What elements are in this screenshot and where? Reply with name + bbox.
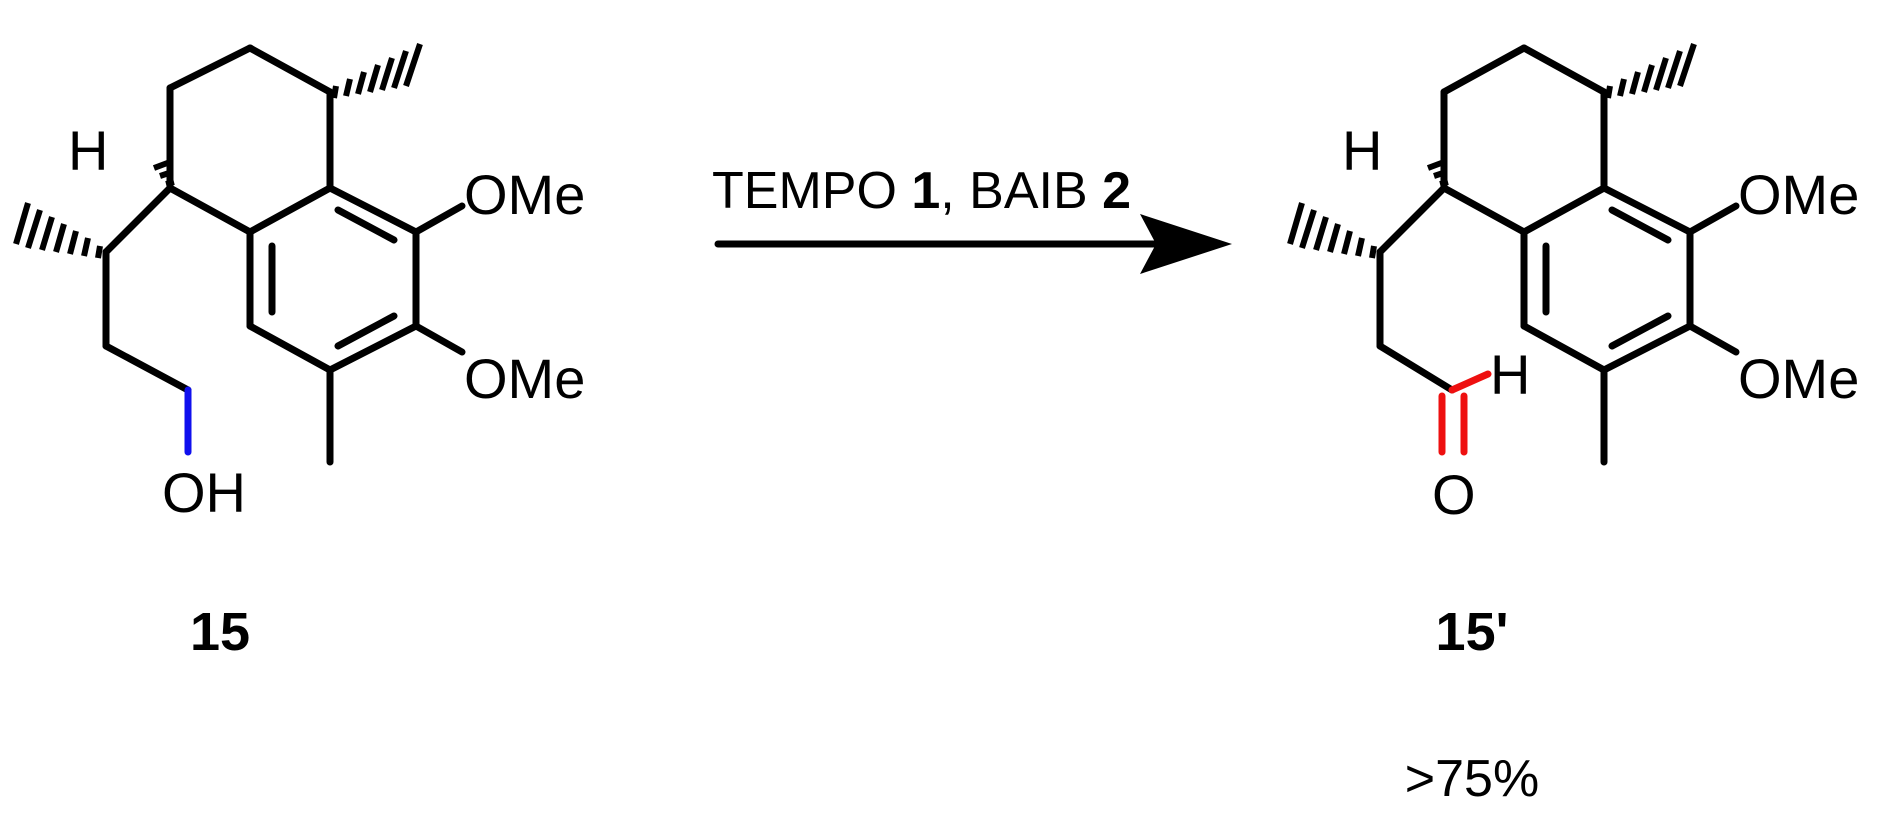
sm-cyclohexane-ring (166, 44, 334, 236)
sm-stereo-h-label: H (68, 119, 108, 182)
sm-chain-bond-1 (102, 184, 174, 256)
product-ome-bond-2 (1686, 322, 1740, 356)
sm-chain-bond-3 (102, 342, 192, 394)
sm-ome-label-2: OMe (464, 347, 585, 410)
sm-ome-bond-2 (412, 322, 466, 356)
starting-material-structure: H OMe OMe OH (13, 43, 585, 524)
product-hashed-methyl (1605, 43, 1697, 99)
product-ome-label-1: OMe (1738, 163, 1859, 226)
sm-ome-bond-1 (412, 202, 466, 236)
reagents-label: TEMPO 1, BAIB 2 (712, 162, 1131, 220)
sm-hashed-h (152, 159, 175, 187)
product-label: 15' (1436, 602, 1509, 662)
reaction-arrow (714, 214, 1232, 274)
sm-oh-label: OH (162, 461, 246, 524)
product-sidechain-hashed-methyl (1287, 202, 1377, 259)
sm-ome-label-1: OMe (464, 163, 585, 226)
product-ome-bond-1 (1686, 202, 1740, 236)
product-cyclohexane-ring (1440, 44, 1608, 236)
product-hashed-h (1426, 159, 1449, 187)
product-aromatic-ring (1520, 184, 1694, 374)
product-stereo-h-label: H (1342, 119, 1382, 182)
product-chain-bond-3 (1376, 342, 1456, 394)
product-ome-label-2: OMe (1738, 347, 1859, 410)
product-aldehyde-h-label: H (1490, 343, 1530, 406)
starting-material-label: 15 (190, 602, 250, 662)
product-aldehyde-o-label: O (1432, 463, 1476, 526)
sm-hashed-methyl (331, 43, 423, 99)
sm-aromatic-ring (246, 184, 420, 374)
yield-label: >75% (1405, 750, 1539, 808)
product-chain-bond-1 (1376, 184, 1448, 256)
product-structure: H OMe OMe H O (1287, 43, 1859, 526)
sm-sidechain-hashed-methyl (13, 202, 103, 259)
product-aldehyde-bonds (1438, 370, 1492, 456)
